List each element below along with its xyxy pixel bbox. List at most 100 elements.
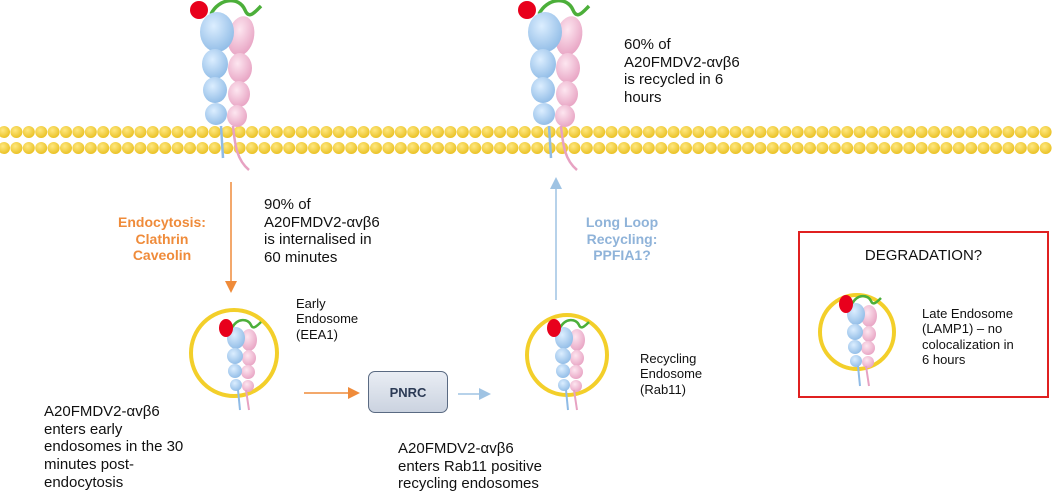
- lipid-head: [97, 126, 110, 138]
- lipid-head: [618, 142, 630, 154]
- lipid-head: [22, 126, 35, 138]
- lipid-head: [828, 142, 841, 154]
- lipid-head: [407, 142, 420, 154]
- lipid-head: [60, 142, 72, 154]
- lipid-head: [915, 126, 928, 138]
- lipid-head: [295, 142, 308, 154]
- recycling-endosome-label: Recycling Endosome (Rab11): [640, 351, 703, 397]
- lipid-head: [382, 126, 395, 138]
- lipid-head: [469, 142, 482, 154]
- lipid-head: [667, 126, 680, 138]
- lipid-head: [779, 142, 792, 154]
- lipid-head: [828, 126, 841, 138]
- lipid-head: [940, 126, 953, 138]
- lipid-head: [270, 142, 283, 154]
- lipid-head: [184, 126, 196, 138]
- lipid-head: [779, 126, 792, 138]
- degradation-title: DEGRADATION?: [864, 247, 983, 264]
- lipid-head: [469, 126, 482, 138]
- lipid-head: [531, 142, 544, 154]
- lipid-head: [965, 142, 978, 154]
- lipid-head: [717, 126, 730, 138]
- lipid-head: [804, 126, 816, 138]
- lipid-head: [345, 126, 358, 138]
- lipid-head: [196, 126, 209, 138]
- lipid-head: [804, 142, 816, 154]
- lipid-head: [841, 126, 854, 138]
- lipid-head: [320, 142, 333, 154]
- lipid-head: [704, 126, 717, 138]
- lipid-head: [35, 142, 48, 154]
- lipid-head: [742, 126, 754, 138]
- lipid-head: [766, 142, 779, 154]
- lipid-head: [159, 126, 172, 138]
- internalised-label: 90% of A20FMDV2-αvβ6 is internalised in …: [264, 196, 380, 267]
- lipid-head: [134, 142, 147, 154]
- lipid-head: [766, 126, 779, 138]
- lipid-head: [196, 142, 209, 154]
- lipid-head: [1039, 126, 1052, 138]
- lipid-head: [221, 126, 234, 138]
- lipid-head: [580, 126, 593, 138]
- lipid-head: [109, 126, 122, 138]
- lipid-head: [853, 126, 866, 138]
- early-endosome-ring: [189, 308, 279, 398]
- lipid-head: [940, 142, 953, 154]
- lipid-head: [444, 126, 457, 138]
- lipid-head: [952, 142, 965, 154]
- lipid-head: [568, 142, 581, 154]
- lipid-head: [605, 126, 618, 138]
- lipid-head: [419, 142, 432, 154]
- lipid-head: [122, 142, 134, 154]
- lipid-head: [332, 142, 345, 154]
- lipid-head: [0, 142, 10, 154]
- lipid-head: [308, 126, 320, 138]
- lipid-head: [890, 142, 903, 154]
- lipid-head: [680, 126, 692, 138]
- lipid-head: [754, 142, 767, 154]
- lipid-head: [258, 126, 271, 138]
- lipid-head: [593, 142, 606, 154]
- lipid-head: [518, 142, 531, 154]
- lipid-head: [171, 126, 184, 138]
- lipid-head: [667, 142, 680, 154]
- lipid-head: [332, 126, 345, 138]
- lipid-head: [0, 126, 10, 138]
- long-loop-label: Long Loop Recycling: PPFIA1?: [585, 214, 659, 264]
- lipid-head: [928, 126, 940, 138]
- lipid-head: [618, 126, 630, 138]
- rab11-entry-label: A20FMDV2-αvβ6 enters Rab11 positive recy…: [398, 440, 542, 493]
- lipid-head: [642, 126, 655, 138]
- lipid-head: [506, 126, 519, 138]
- lipid-head: [308, 142, 320, 154]
- lipid-head: [903, 126, 916, 138]
- late-endosome-label: Late Endosome (LAMP1) – no colocalizatio…: [922, 306, 1014, 367]
- early-entry-label: A20FMDV2-αvβ6 enters early endosomes in …: [44, 403, 184, 491]
- lipid-head: [394, 126, 407, 138]
- lipid-head: [184, 142, 196, 154]
- lipid-head: [890, 126, 903, 138]
- lipid-head: [345, 142, 358, 154]
- early-endosome-label: Early Endosome (EEA1): [296, 296, 359, 342]
- lipid-head: [122, 126, 134, 138]
- lipid-head: [692, 126, 705, 138]
- lipid-head: [233, 126, 246, 138]
- lipid-head: [655, 142, 668, 154]
- lipid-head: [977, 142, 990, 154]
- lipid-head: [1039, 142, 1052, 154]
- lipid-head: [903, 142, 916, 154]
- lipid-head: [866, 126, 878, 138]
- lipid-head: [1014, 142, 1027, 154]
- lipid-head: [729, 142, 742, 154]
- lipid-head: [320, 126, 333, 138]
- lipid-head: [580, 142, 593, 154]
- lipid-head: [494, 126, 506, 138]
- lipid-head: [593, 126, 606, 138]
- lipid-head: [84, 142, 97, 154]
- lipid-head: [10, 142, 23, 154]
- lipid-head: [742, 142, 754, 154]
- lipid-head: [630, 142, 643, 154]
- lipid-head: [22, 142, 35, 154]
- lipid-head: [841, 142, 854, 154]
- lipid-head: [394, 142, 407, 154]
